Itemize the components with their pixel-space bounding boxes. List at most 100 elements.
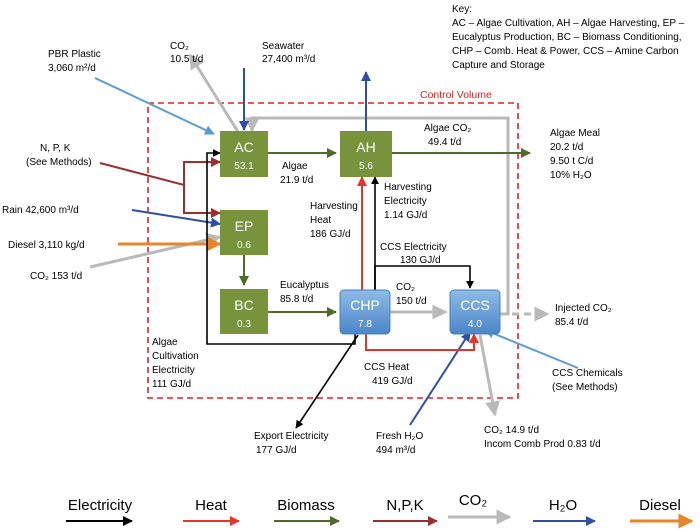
node-ccs-abbr: CCS xyxy=(460,297,490,313)
label-line: 150 t/d xyxy=(396,296,427,307)
label-line: 494 m³/d xyxy=(376,445,415,456)
label-export-electricity: Export Electricity 177 GJ/d xyxy=(254,431,328,456)
co2-out-bottom-arrow xyxy=(478,334,500,417)
label-ccs-electricity: CCS Electricity 130 GJ/d xyxy=(380,242,447,266)
legend-item-h2o: H₂O xyxy=(533,497,596,526)
label-line: Harvesting xyxy=(384,182,432,193)
label-line: PBR Plastic xyxy=(48,49,101,60)
pbr-plastic-arrow xyxy=(94,77,215,135)
npk-path-ac xyxy=(99,157,221,187)
ccs-electricity-arrow xyxy=(374,265,474,290)
label-pbr-plastic: PBR Plastic 3,060 m²/d xyxy=(48,49,101,74)
label-line: 20.2 t/d xyxy=(550,142,583,153)
label-rain: Rain 42,600 m³/d xyxy=(2,205,79,216)
label-co2-mid: CO₂ 150 t/d xyxy=(396,282,427,307)
co2-input-arrow xyxy=(89,232,222,269)
label-line: 419 GJ/d xyxy=(372,376,413,387)
label-line: Seawater xyxy=(262,41,305,52)
label-line: Eucalyptus xyxy=(280,280,329,291)
node-ah-value: 5.6 xyxy=(359,161,373,172)
label-harvesting-heat: Harvesting Heat 186 GJ/d xyxy=(310,201,358,240)
label-algae-meal: Algae Meal 20.2 t/d 9.50 t C/d 10% H₂O xyxy=(550,128,600,181)
legend-label: Biomass xyxy=(277,497,335,514)
ccs-heat-arrow xyxy=(365,333,479,351)
ccs-chemicals-arrow xyxy=(484,328,579,369)
key-line: Capture and Storage xyxy=(452,60,545,71)
npk-path-ep xyxy=(183,185,221,218)
label-co2-out: CO₂ 14.9 t/d Incom Comb Prod 0.83 t/d xyxy=(484,425,601,450)
label-co2-in: CO₂ 153 t/d xyxy=(30,271,82,282)
label-line: 3,060 m²/d xyxy=(48,63,96,74)
label-injected-co2: Injected CO₂ 85.4 t/d xyxy=(555,303,612,328)
label-line: Incom Comb Prod 0.83 t/d xyxy=(484,439,601,450)
legend-item-npk: N,P,K xyxy=(373,497,438,526)
label-line: Fresh H₂O xyxy=(376,431,423,442)
label-line: 177 GJ/d xyxy=(256,445,297,456)
legend-item-electricity: Electricity xyxy=(66,497,133,526)
label-line: Export Electricity xyxy=(254,431,328,442)
label-line: 21.9 t/d xyxy=(280,175,313,186)
label-eucalyptus: Eucalyptus 85.8 t/d xyxy=(280,280,329,305)
control-volume-label: Control Volume xyxy=(420,89,492,101)
node-ac: AC 53.1 xyxy=(220,131,268,177)
label-line: Algae CO₂ xyxy=(424,123,471,134)
label-line: 130 GJ/d xyxy=(400,255,441,266)
label-line: CCS Heat xyxy=(364,362,409,373)
label-line: CCS Electricity xyxy=(380,242,447,253)
label-line: CO₂ xyxy=(396,282,415,293)
legend-label: Electricity xyxy=(68,497,133,514)
label-line: 10% H₂O xyxy=(550,170,592,181)
key-line: AC – Algae Cultivation, AH – Algae Harve… xyxy=(452,18,685,29)
legend: Electricity Heat Biomass N,P,K CO₂ H₂O D… xyxy=(66,492,694,529)
node-bc: BC 0.3 xyxy=(220,289,268,334)
node-ccs-value: 4.0 xyxy=(468,319,482,330)
label-seawater: Seawater 27,400 m³/d xyxy=(262,41,315,65)
label-line: Algae xyxy=(282,161,308,172)
key-title: Key: xyxy=(452,4,472,15)
node-ep-abbr: EP xyxy=(235,218,254,234)
label-line: CO₂ xyxy=(170,41,189,52)
node-chp-abbr: CHP xyxy=(350,297,380,313)
control-volume-boundary xyxy=(147,102,519,399)
export-electricity-arrow xyxy=(295,334,359,429)
label-ccs-chemicals: CCS Chemicals (See Methods) xyxy=(552,368,623,393)
label-line: 27,400 m³/d xyxy=(262,54,315,65)
label-line: CCS Chemicals xyxy=(552,368,623,379)
label-diesel: Diesel 3,110 kg/d xyxy=(8,240,85,251)
label-line: 85.8 t/d xyxy=(280,294,313,305)
legend-label: H₂O xyxy=(549,497,577,514)
label-line: Algae xyxy=(152,337,178,348)
label-line: 9.50 t C/d xyxy=(550,156,593,167)
label-line: 10.5 t/d xyxy=(170,54,203,65)
co2-out-top-arrow xyxy=(188,53,242,136)
label-line: Harvesting xyxy=(310,201,358,212)
node-ep: EP 0.6 xyxy=(220,210,268,255)
label-line: CO₂ 14.9 t/d xyxy=(484,425,539,436)
label-harvesting-electricity: Harvesting Electricity 1.14 GJ/d xyxy=(384,182,432,221)
label-algae-cultivation-electricity: Algae Cultivation Electricity 111 GJ/d xyxy=(152,337,199,390)
label-line: Algae Meal xyxy=(550,128,600,139)
label-line: Electricity xyxy=(152,365,195,376)
legend-label: CO₂ xyxy=(459,492,488,509)
key-line: CHP – Comb. Heat & Power, CCS – Amine Ca… xyxy=(452,46,679,57)
fresh-h2o-arrow xyxy=(409,331,471,426)
label-line: Electricity xyxy=(384,196,427,207)
node-ac-value: 53.1 xyxy=(234,161,254,172)
node-ccs: CCS 4.0 xyxy=(449,289,501,335)
label-line: 49.4 t/d xyxy=(428,137,461,148)
node-bc-abbr: BC xyxy=(234,297,253,313)
legend-label: Diesel xyxy=(639,497,681,514)
label-line: Heat xyxy=(310,215,331,226)
key-block: Key: AC – Algae Cultivation, AH – Algae … xyxy=(452,4,685,71)
node-ah-abbr: AH xyxy=(356,139,375,155)
legend-label: N,P,K xyxy=(386,497,423,514)
node-ah: AH 5.6 xyxy=(340,131,392,177)
label-co2-top: CO₂ 10.5 t/d xyxy=(170,41,203,65)
label-line: (See Methods) xyxy=(552,382,618,393)
label-npk: N, P, K (See Methods) xyxy=(26,143,92,168)
legend-label: Heat xyxy=(195,497,228,514)
legend-item-co2: CO₂ xyxy=(448,492,512,525)
label-line: 111 GJ/d xyxy=(152,379,191,390)
rain-arrow xyxy=(131,209,221,228)
